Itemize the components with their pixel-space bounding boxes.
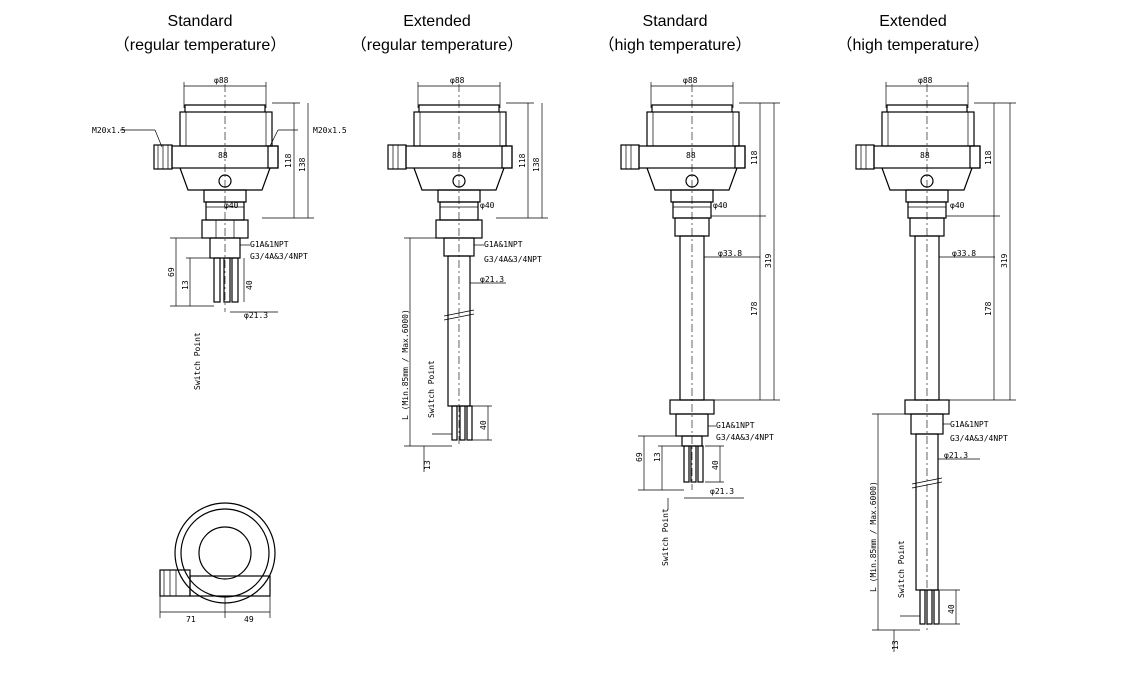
dim-neck-dia: φ40 — [224, 201, 239, 210]
dim-length-range: L (Min.85mm / Max.6000) — [401, 309, 410, 420]
drawing-top-view: 71 49 — [159, 502, 276, 624]
drawing-extended-regular: φ88 88 φ40 G1A&1NPT G3/4A&3/4NPT φ21.3 — [387, 76, 548, 472]
dim-housing-width: 88 — [452, 151, 462, 160]
dim-h13: 13 — [891, 640, 900, 650]
title-line2: （high temperature） — [598, 37, 752, 54]
dim-thread-cable-right: M20x1.5 — [313, 126, 347, 135]
drawing-extended-high: φ88 88 φ40 φ33.8 G1A&1NPT G3/4A&3/4NPT — [855, 76, 1016, 652]
dim-h138: 138 — [298, 157, 307, 172]
title-line1: Extended — [403, 13, 471, 30]
dim-probe-dia: φ21.3 — [710, 487, 734, 496]
dim-ext-tube-dia: φ33.8 — [952, 249, 976, 258]
dim-top-w49: 49 — [244, 615, 254, 624]
dim-probe-dia: φ21.3 — [480, 275, 504, 284]
dim-h69: 69 — [635, 452, 644, 462]
dim-h319: 319 — [764, 253, 773, 268]
dim-process-thread-1: G1A&1NPT — [250, 240, 289, 249]
title-line2: （regular temperature） — [350, 37, 524, 54]
dim-housing-width: 88 — [920, 151, 930, 160]
title-extended-regular: Extended （regular temperature） — [322, 10, 552, 58]
dim-h118: 118 — [284, 153, 293, 168]
dim-h40: 40 — [245, 280, 254, 290]
label-switch-point: Switch Point — [661, 508, 670, 566]
dim-h40: 40 — [711, 460, 720, 470]
dim-housing-width: 88 — [686, 151, 696, 160]
dim-thread-cable-left: M20x1.5 — [92, 126, 126, 135]
dim-process-thread-2: G3/4A&3/4NPT — [250, 252, 308, 261]
dim-h69: 69 — [167, 267, 176, 277]
dim-housing-dia: φ88 — [683, 76, 698, 85]
dim-housing-width: 88 — [218, 151, 228, 160]
dim-h178: 178 — [984, 301, 993, 316]
dim-h138: 138 — [532, 157, 541, 172]
dim-neck-dia: φ40 — [713, 201, 728, 210]
dim-probe-dia: φ21.3 — [244, 311, 268, 320]
dim-h178: 178 — [750, 301, 759, 316]
dim-process-thread-1: G1A&1NPT — [716, 421, 755, 430]
dim-probe-dia: φ21.3 — [944, 451, 968, 460]
dim-process-thread-2: G3/4A&3/4NPT — [716, 433, 774, 442]
title-line2: （regular temperature） — [113, 37, 287, 54]
dim-h13: 13 — [653, 452, 662, 462]
dim-h118: 118 — [984, 150, 993, 165]
dim-process-thread-1: G1A&1NPT — [484, 240, 523, 249]
dim-h118: 118 — [518, 153, 527, 168]
dim-neck-dia: φ40 — [950, 201, 965, 210]
label-switch-point: Switch Point — [193, 332, 202, 390]
dim-ext-tube-dia: φ33.8 — [718, 249, 742, 258]
dim-top-w71: 71 — [186, 615, 196, 624]
dim-housing-dia: φ88 — [214, 76, 229, 85]
dim-housing-dia: φ88 — [918, 76, 933, 85]
title-standard-high: Standard （high temperature） — [560, 10, 790, 58]
title-line2: （high temperature） — [836, 37, 990, 54]
dim-housing-dia: φ88 — [450, 76, 465, 85]
dim-h13: 13 — [423, 460, 432, 470]
label-switch-point: Switch Point — [897, 540, 906, 598]
title-line1: Standard — [642, 13, 708, 30]
title-extended-high: Extended （high temperature） — [798, 10, 1028, 58]
dim-neck-dia: φ40 — [480, 201, 495, 210]
label-switch-point: Switch Point — [427, 360, 436, 418]
drawing-standard-high: φ88 88 φ40 φ33.8 G1A&1NPT G3/4A&3/4NPT — [620, 76, 780, 566]
dim-process-thread-2: G3/4A&3/4NPT — [950, 434, 1008, 443]
dim-h13: 13 — [181, 280, 190, 290]
dim-h40: 40 — [479, 420, 488, 430]
title-line1: Extended — [879, 13, 947, 30]
dim-h40: 40 — [947, 604, 956, 614]
dim-length-range: L (Min.85mm / Max.6000) — [869, 481, 878, 592]
drawing-standard-regular: φ88 M20x1.5 M20x1.5 88 φ40 — [92, 76, 347, 390]
dim-process-thread-2: G3/4A&3/4NPT — [484, 255, 542, 264]
title-line1: Standard — [167, 13, 233, 30]
dim-h319: 319 — [1000, 253, 1009, 268]
title-standard-regular: Standard （regular temperature） — [85, 10, 315, 58]
dim-h118: 118 — [750, 150, 759, 165]
dim-process-thread-1: G1A&1NPT — [950, 420, 989, 429]
